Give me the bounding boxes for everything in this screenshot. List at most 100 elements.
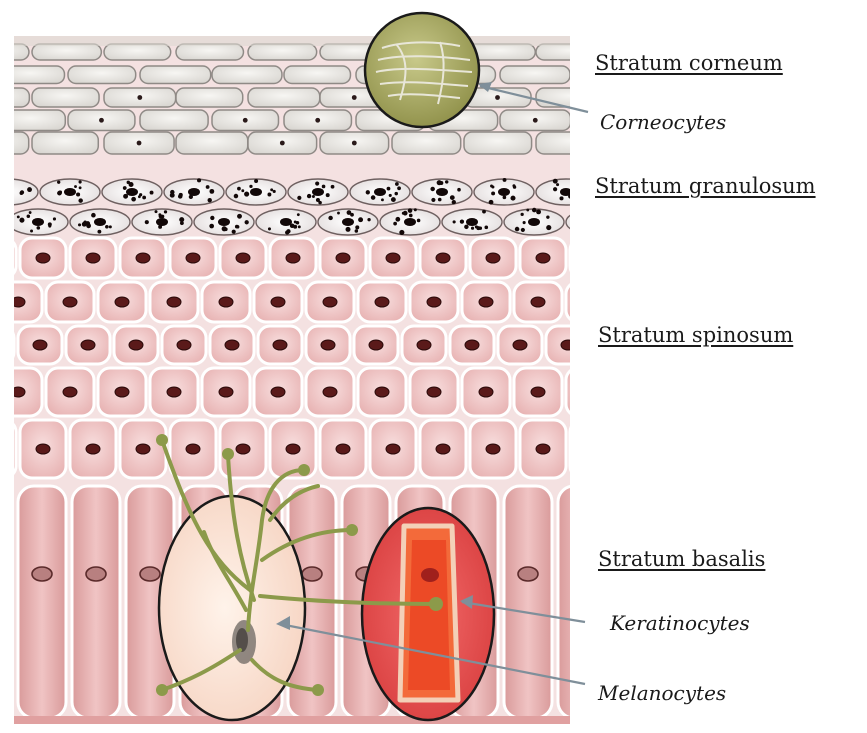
keratohyalin-granule — [606, 220, 610, 224]
granulosum-nucleus — [560, 188, 572, 196]
keratohyalin-granule — [79, 180, 82, 183]
corneum-cell — [104, 44, 171, 60]
granulosum-cell — [566, 209, 626, 235]
keratohyalin-granule — [510, 196, 515, 201]
keratohyalin-granule — [0, 191, 1, 196]
basal-cell — [72, 486, 120, 718]
keratohyalin-granule — [381, 198, 384, 201]
keratohyalin-granule — [515, 227, 520, 232]
corneum-nucleus — [137, 95, 142, 100]
spinosum-nucleus — [271, 297, 285, 307]
spinosum-nucleus — [536, 253, 550, 263]
granulosum-nucleus — [250, 188, 262, 196]
spinosum-nucleus — [219, 297, 233, 307]
keratohyalin-granule — [79, 186, 82, 189]
spinosum-nucleus — [586, 444, 600, 454]
spinosum-nucleus — [465, 340, 479, 350]
keratohyalin-granule — [244, 191, 249, 196]
keratohyalin-granule — [164, 210, 167, 213]
keratohyalin-granule — [307, 194, 311, 198]
keratohyalin-granule — [610, 226, 613, 229]
corneum-nucleus — [315, 118, 320, 123]
spinosum-nucleus — [286, 253, 300, 263]
keratohyalin-granule — [9, 198, 13, 202]
basement-membrane — [14, 716, 570, 724]
granulosum-nucleus — [436, 188, 448, 196]
corneum-cell — [32, 44, 101, 60]
keratohyalin-granule — [27, 215, 31, 219]
keratohyalin-granule — [556, 183, 559, 186]
keratohyalin-granule — [237, 187, 241, 191]
keratohyalin-granule — [78, 198, 82, 202]
corneum-cell — [176, 132, 248, 154]
keratohyalin-granule — [546, 215, 549, 218]
spinosum-nucleus — [436, 253, 450, 263]
basal-cell — [504, 486, 552, 718]
corneum-nucleus — [495, 95, 500, 100]
keratohyalin-granule — [298, 225, 301, 228]
keratohyalin-granule — [387, 187, 391, 191]
corneum-nucleus — [243, 118, 248, 123]
keratohyalin-granule — [439, 181, 443, 185]
spinosum-nucleus — [479, 387, 493, 397]
corneum-nucleus — [352, 95, 357, 100]
spinosum-nucleus — [386, 253, 400, 263]
corneum-cell — [536, 132, 606, 154]
spinosum-nucleus — [321, 340, 335, 350]
keratohyalin-granule — [489, 200, 494, 205]
granulosum-nucleus — [342, 218, 354, 226]
keratohyalin-granule — [208, 198, 212, 202]
granulosum-nucleus — [528, 218, 540, 226]
keratohyalin-granule — [267, 193, 271, 197]
keratohyalin-granule — [170, 193, 175, 198]
keratohyalin-granule — [158, 225, 162, 229]
keratohyalin-granule — [150, 191, 154, 195]
spinosum-nucleus — [236, 253, 250, 263]
keratohyalin-granule — [37, 226, 41, 230]
spinosum-nucleus — [583, 387, 597, 397]
keratohyalin-granule — [484, 226, 488, 230]
spinosum-cell — [0, 238, 16, 278]
corneum-nucleus — [137, 141, 142, 146]
keratohyalin-granule — [395, 182, 399, 186]
spinosum-nucleus — [63, 387, 77, 397]
spinosum-nucleus — [369, 340, 383, 350]
keratohyalin-granule — [297, 196, 301, 200]
keratohyalin-granule — [409, 214, 413, 218]
corneum-cell — [392, 132, 461, 154]
spinosum-nucleus — [115, 297, 129, 307]
granulosum-nucleus — [188, 188, 200, 196]
corneum-cell — [0, 44, 29, 60]
basal-nucleus — [32, 567, 52, 581]
spinosum-nucleus — [479, 297, 493, 307]
spinosum-nucleus — [167, 297, 181, 307]
spinosum-nucleus — [536, 444, 550, 454]
keratohyalin-granule — [603, 218, 606, 221]
spinosum-nucleus — [336, 253, 350, 263]
keratohyalin-granule — [438, 198, 442, 202]
keratohyalin-granule — [417, 219, 421, 223]
granulosum-nucleus — [94, 218, 106, 226]
label-stratum-granulosum: Stratum granulosum — [595, 174, 816, 198]
label-stratum-basalis: Stratum basalis — [598, 547, 765, 571]
keratohyalin-granule — [559, 196, 563, 200]
spinosum-nucleus — [115, 387, 129, 397]
keratohyalin-granule — [597, 213, 601, 217]
keratohyalin-granule — [74, 185, 77, 188]
spinosum-nucleus — [375, 297, 389, 307]
keratohyalin-granule — [326, 193, 330, 197]
spinosum-nucleus — [86, 444, 100, 454]
label-keratinocytes: Keratinocytes — [610, 611, 750, 635]
spinosum-nucleus — [323, 297, 337, 307]
keratohyalin-granule — [268, 227, 271, 230]
keratohyalin-granule — [83, 221, 86, 224]
keratohyalin-granule — [6, 180, 10, 184]
keratohyalin-granule — [58, 191, 62, 195]
basal-cell — [18, 486, 66, 718]
keratohyalin-granule — [414, 208, 417, 211]
keratohyalin-granule — [397, 186, 401, 190]
keratohyalin-granule — [105, 225, 109, 229]
keratohyalin-granule — [315, 181, 319, 185]
spinosum-nucleus — [486, 253, 500, 263]
corneocyte-magnified — [365, 13, 479, 127]
